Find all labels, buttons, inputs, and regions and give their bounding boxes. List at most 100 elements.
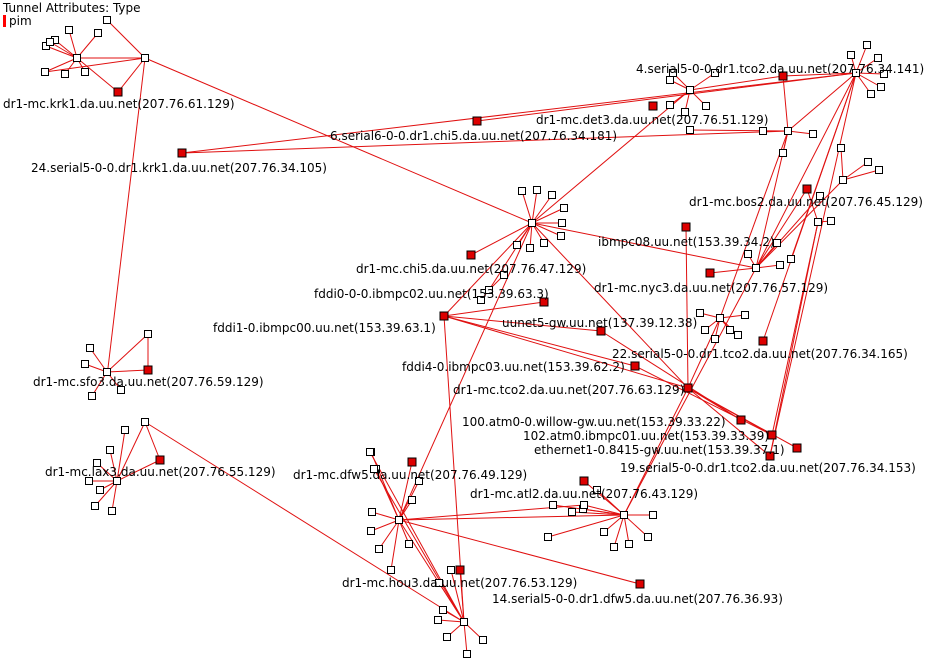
host-node[interactable]	[816, 192, 824, 200]
host-node[interactable]	[463, 650, 471, 658]
host-node[interactable]	[681, 108, 689, 116]
host-node[interactable]	[544, 533, 552, 541]
hub-node-lax3[interactable]	[113, 477, 121, 485]
host-node[interactable]	[477, 296, 485, 304]
host-node[interactable]	[408, 496, 416, 504]
host-node[interactable]	[702, 102, 710, 110]
host-node[interactable]	[557, 232, 565, 240]
host-node[interactable]	[827, 217, 835, 225]
host-node[interactable]	[103, 16, 111, 24]
host-node[interactable]	[96, 486, 104, 494]
router-node-krkSerial[interactable]	[177, 148, 187, 158]
host-node[interactable]	[479, 636, 487, 644]
host-node[interactable]	[526, 244, 534, 252]
host-node[interactable]	[759, 127, 767, 135]
hub-node-krkR[interactable]	[141, 54, 149, 62]
host-node[interactable]	[776, 261, 784, 269]
host-node[interactable]	[518, 187, 526, 195]
router-node-dfw5Router[interactable]	[407, 457, 417, 467]
hub-node-tcoTop[interactable]	[852, 69, 860, 77]
router-node-sfo3Router[interactable]	[143, 365, 153, 375]
hub-node-krkHub[interactable]	[73, 54, 81, 62]
host-node[interactable]	[580, 501, 588, 509]
host-node[interactable]	[644, 533, 652, 541]
router-node-det3Router[interactable]	[648, 101, 658, 111]
hub-node-sfo3[interactable]	[103, 368, 111, 376]
router-node-fddi4[interactable]	[630, 361, 640, 371]
host-node[interactable]	[779, 149, 787, 157]
host-node[interactable]	[106, 446, 114, 454]
host-node[interactable]	[366, 448, 374, 456]
host-node[interactable]	[86, 344, 94, 352]
hub-node-nyc3[interactable]	[752, 264, 760, 272]
host-node[interactable]	[874, 54, 882, 62]
host-node[interactable]	[549, 501, 557, 509]
host-node[interactable]	[560, 204, 568, 212]
host-node[interactable]	[65, 26, 73, 34]
hub-node-dfw5[interactable]	[395, 516, 403, 524]
host-node[interactable]	[434, 616, 442, 624]
host-node[interactable]	[443, 633, 451, 641]
router-node-ethernet1[interactable]	[792, 443, 802, 453]
host-node[interactable]	[864, 158, 872, 166]
host-node[interactable]	[41, 68, 49, 76]
host-node[interactable]	[121, 426, 129, 434]
host-node[interactable]	[368, 508, 376, 516]
hub-node-tcoMid[interactable]	[784, 127, 792, 135]
host-node[interactable]	[696, 309, 704, 317]
host-node[interactable]	[787, 255, 795, 263]
host-node[interactable]	[61, 70, 69, 78]
router-node-tco2[interactable]	[683, 383, 693, 393]
host-node[interactable]	[711, 335, 719, 343]
hub-node-chi5[interactable]	[528, 219, 536, 227]
host-node[interactable]	[625, 540, 633, 548]
hub-node-sfoR[interactable]	[144, 330, 152, 338]
router-node-fddi0[interactable]	[539, 297, 549, 307]
host-node[interactable]	[367, 527, 375, 535]
router-node-tcoSerial22[interactable]	[758, 336, 768, 346]
host-node[interactable]	[81, 360, 89, 368]
host-node[interactable]	[610, 543, 618, 551]
host-node[interactable]	[649, 511, 657, 519]
host-node[interactable]	[847, 51, 855, 59]
host-node[interactable]	[734, 331, 742, 339]
host-node[interactable]	[666, 101, 674, 109]
router-node-dfw5Serial14[interactable]	[635, 579, 645, 589]
host-node[interactable]	[711, 69, 719, 77]
host-node[interactable]	[370, 465, 378, 473]
host-node[interactable]	[415, 477, 423, 485]
hub-node-atl2[interactable]	[620, 511, 628, 519]
router-node-uunet5[interactable]	[596, 326, 606, 336]
host-node[interactable]	[94, 29, 102, 37]
host-node[interactable]	[93, 459, 101, 467]
router-node-atm102[interactable]	[767, 430, 777, 440]
hub-node-bos2[interactable]	[839, 176, 847, 184]
host-node[interactable]	[558, 219, 566, 227]
router-node-chi5Router[interactable]	[466, 250, 476, 260]
host-node[interactable]	[593, 486, 601, 494]
host-node[interactable]	[447, 566, 455, 574]
host-node[interactable]	[863, 41, 871, 49]
host-node[interactable]	[875, 166, 883, 174]
host-node[interactable]	[726, 326, 734, 334]
hub-node-det3[interactable]	[686, 86, 694, 94]
router-node-lax3Router[interactable]	[155, 455, 165, 465]
host-node[interactable]	[85, 477, 93, 485]
host-node[interactable]	[741, 311, 749, 319]
host-node[interactable]	[435, 579, 443, 587]
host-node[interactable]	[88, 392, 96, 400]
router-node-krkRouter[interactable]	[113, 87, 123, 97]
router-node-tcoSerial19[interactable]	[765, 451, 775, 461]
router-node-atm100[interactable]	[736, 415, 746, 425]
host-node[interactable]	[880, 70, 888, 78]
host-node[interactable]	[375, 545, 383, 553]
host-node[interactable]	[439, 606, 447, 614]
router-node-nyc3Router[interactable]	[705, 268, 715, 278]
hub-node-det3b[interactable]	[686, 126, 694, 134]
host-node[interactable]	[81, 68, 89, 76]
router-node-bos2Router[interactable]	[802, 184, 812, 194]
hub-node-hou3[interactable]	[460, 618, 468, 626]
router-node-tco2Serial4[interactable]	[778, 71, 788, 81]
host-node[interactable]	[773, 239, 781, 247]
